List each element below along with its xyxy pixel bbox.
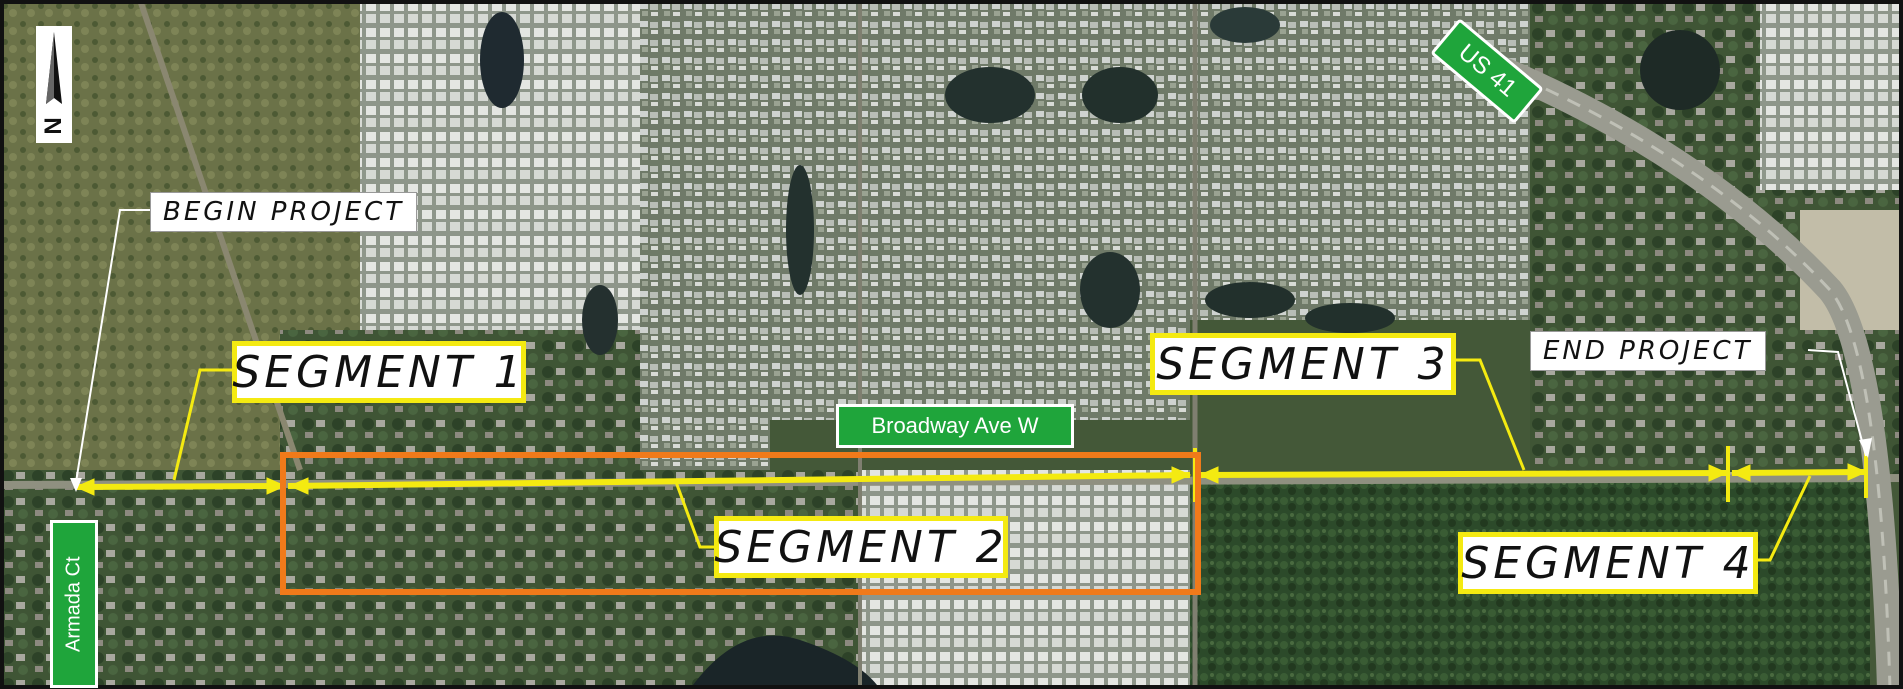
begin-project-label: BEGIN PROJECT — [150, 192, 418, 232]
begin-project-leader — [75, 209, 150, 483]
segment-4-label: SEGMENT 4 — [1458, 532, 1758, 594]
north-letter: N — [40, 117, 67, 135]
segment-limit-lines — [74, 358, 1868, 562]
broadway-ave-sign: Broadway Ave W — [836, 404, 1074, 448]
north-arrow: N — [36, 26, 72, 143]
end-project-label: END PROJECT — [1530, 331, 1766, 371]
north-arrow-icon — [46, 32, 62, 104]
segment-1-label: SEGMENT 1 — [232, 341, 526, 403]
segment-2-box — [280, 452, 1201, 595]
armada-ct-sign: Armada Ct — [50, 520, 98, 688]
end-project-leader — [1807, 349, 1867, 457]
segment-3-label: SEGMENT 3 — [1150, 333, 1456, 395]
segment-2-label: SEGMENT 2 — [714, 516, 1008, 578]
